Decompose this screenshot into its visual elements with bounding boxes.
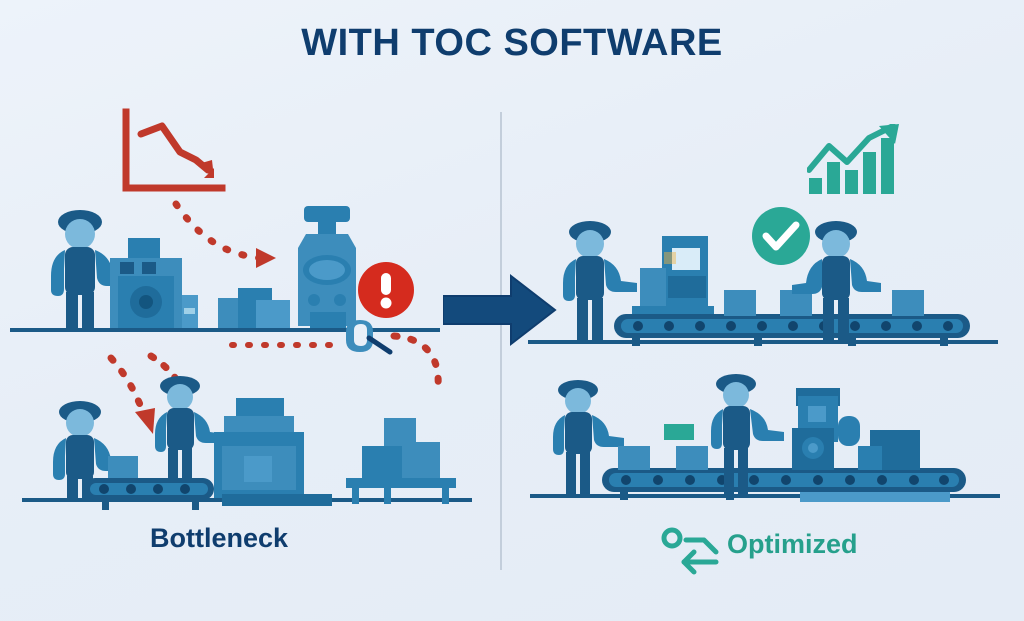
right-panel-optimized: Optimized <box>500 0 1024 621</box>
left-top-production-scene <box>10 206 440 332</box>
worker-figure <box>553 380 624 496</box>
boxes-on-belt <box>724 290 924 316</box>
right-bottom-production-scene <box>530 374 1000 502</box>
pallet-boxes <box>346 418 456 504</box>
wrench-icon <box>346 320 393 355</box>
boxes-group <box>218 288 290 328</box>
declining-chart-icon <box>122 108 226 192</box>
growth-bar-chart-icon <box>807 124 899 194</box>
red-dotted-arrow-icon <box>172 200 276 268</box>
label-bottleneck: Bottleneck <box>150 523 289 553</box>
alert-exclamation-icon <box>358 262 414 318</box>
worker-figure <box>53 401 125 502</box>
press-machine <box>298 206 356 328</box>
red-dashed-arc-icon <box>390 332 442 390</box>
machine-unit <box>110 238 198 328</box>
right-top-production-scene <box>528 221 998 346</box>
conveyor-belt <box>602 468 966 502</box>
page-title: WITH TOC SOFTWARE <box>301 22 723 64</box>
red-dotted-line-icon <box>229 342 347 348</box>
machine-unit <box>632 236 714 320</box>
left-panel-bottleneck: Bottleneck <box>0 0 500 621</box>
worker-figure <box>563 221 637 342</box>
stacked-boxes-block <box>214 398 332 506</box>
right-arrow-icon <box>443 273 557 347</box>
check-circle-icon <box>752 207 810 265</box>
conveyor-belt <box>84 478 214 510</box>
label-optimized: Optimized <box>727 529 858 559</box>
worker-figure <box>792 221 881 342</box>
worker-figure <box>711 374 784 496</box>
red-dashed-arrow-down-icon <box>107 354 155 434</box>
machine-unit <box>792 388 920 470</box>
sync-arrows-icon <box>661 527 719 575</box>
conveyor-belt <box>614 314 970 346</box>
left-bottom-production-scene <box>22 376 472 510</box>
panel-divider <box>500 112 502 570</box>
boxes-on-belt <box>618 424 708 470</box>
worker-figure-on-line <box>155 376 224 480</box>
box <box>108 456 138 478</box>
